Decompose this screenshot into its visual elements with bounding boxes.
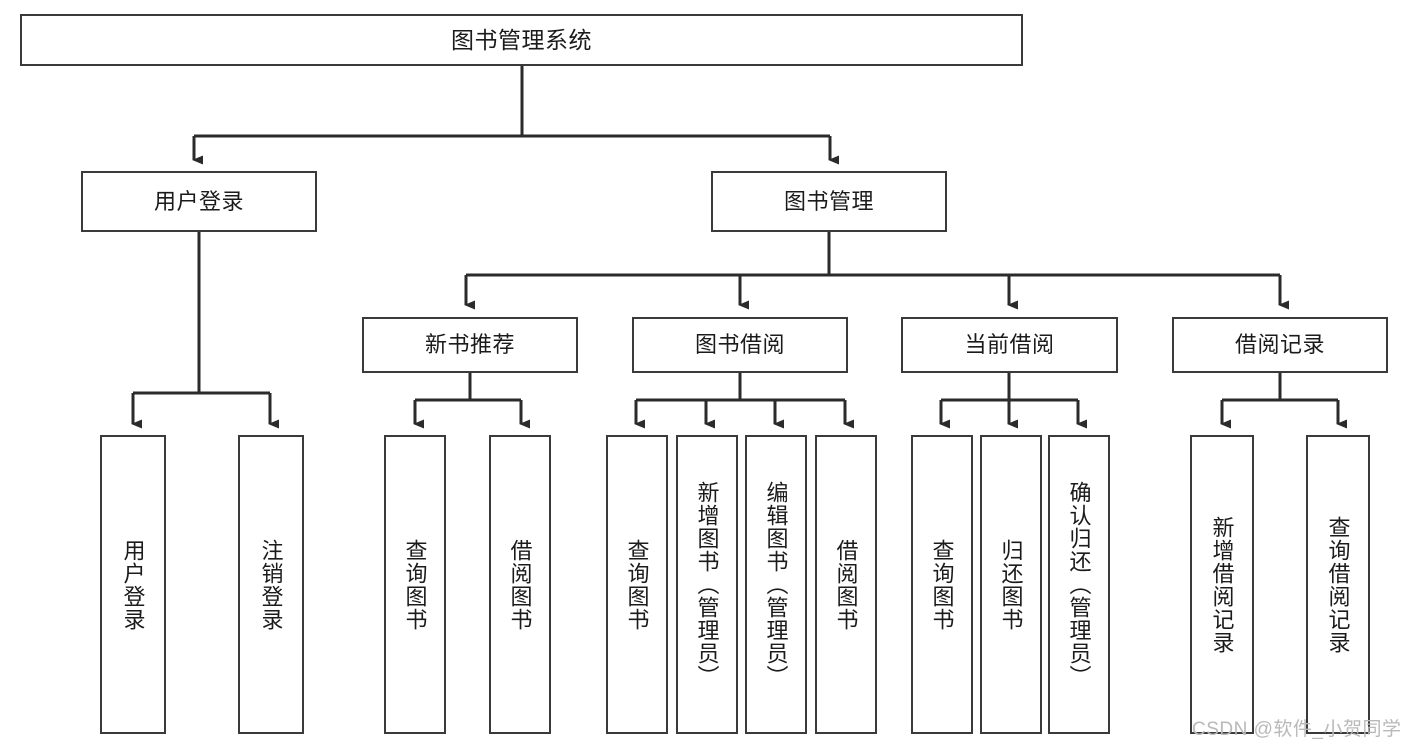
leaf-book-borrow-add[interactable]: 新增图书（管理员） bbox=[676, 435, 738, 734]
leaf-book-borrow-edit[interactable]: 编辑图书（管理员） bbox=[745, 435, 807, 734]
node-label: 新书推荐 bbox=[424, 332, 515, 358]
node-label: 图书管理 bbox=[783, 188, 874, 214]
leaf-borrow-record-query[interactable]: 查询借阅记录 bbox=[1306, 435, 1370, 734]
leaf-new-book-query[interactable]: 查询图书 bbox=[384, 435, 446, 734]
leaf-label: 用户登录 bbox=[120, 538, 146, 631]
leaf-label: 归还图书 bbox=[998, 538, 1024, 631]
leaf-new-book-borrow[interactable]: 借阅图书 bbox=[489, 435, 551, 734]
leaf-user-login-login[interactable]: 用户登录 bbox=[100, 435, 166, 734]
node-label: 图书管理系统 bbox=[451, 26, 592, 53]
node-new-book-recommend[interactable]: 新书推荐 bbox=[362, 317, 578, 373]
leaf-label: 编辑图书（管理员） bbox=[763, 481, 789, 688]
node-label: 当前借阅 bbox=[964, 332, 1055, 358]
leaf-current-borrow-query[interactable]: 查询图书 bbox=[911, 435, 973, 734]
csdn-watermark: CSDN @软件_小贺同学 bbox=[1192, 719, 1402, 740]
leaf-label: 查询借阅记录 bbox=[1325, 515, 1351, 654]
leaf-label: 确认归还（管理员） bbox=[1066, 481, 1092, 688]
leaf-user-login-logout[interactable]: 注销登录 bbox=[238, 435, 304, 734]
node-user-login[interactable]: 用户登录 bbox=[81, 171, 317, 232]
leaf-borrow-record-add[interactable]: 新增借阅记录 bbox=[1190, 435, 1254, 734]
leaf-label: 新增借阅记录 bbox=[1209, 515, 1235, 654]
leaf-label: 查询图书 bbox=[402, 538, 428, 631]
leaf-label: 注销登录 bbox=[258, 538, 284, 631]
node-book-borrow[interactable]: 图书借阅 bbox=[632, 317, 848, 373]
leaf-book-borrow-query[interactable]: 查询图书 bbox=[606, 435, 668, 734]
leaf-label: 借阅图书 bbox=[833, 538, 859, 631]
leaf-label: 查询图书 bbox=[624, 538, 650, 631]
leaf-label: 新增图书（管理员） bbox=[694, 481, 720, 688]
node-borrow-record[interactable]: 借阅记录 bbox=[1172, 317, 1388, 373]
node-current-borrow[interactable]: 当前借阅 bbox=[901, 317, 1118, 373]
node-label: 图书借阅 bbox=[694, 332, 785, 358]
leaf-book-borrow-borrow[interactable]: 借阅图书 bbox=[815, 435, 877, 734]
leaf-label: 查询图书 bbox=[929, 538, 955, 631]
node-book-management[interactable]: 图书管理 bbox=[711, 171, 947, 232]
leaf-current-borrow-return[interactable]: 归还图书 bbox=[980, 435, 1042, 734]
leaf-label: 借阅图书 bbox=[507, 538, 533, 631]
node-book-management-system[interactable]: 图书管理系统 bbox=[20, 14, 1023, 66]
node-label: 用户登录 bbox=[153, 188, 244, 214]
leaf-current-borrow-confirm-return[interactable]: 确认归还（管理员） bbox=[1048, 435, 1110, 734]
node-label: 借阅记录 bbox=[1234, 332, 1325, 358]
